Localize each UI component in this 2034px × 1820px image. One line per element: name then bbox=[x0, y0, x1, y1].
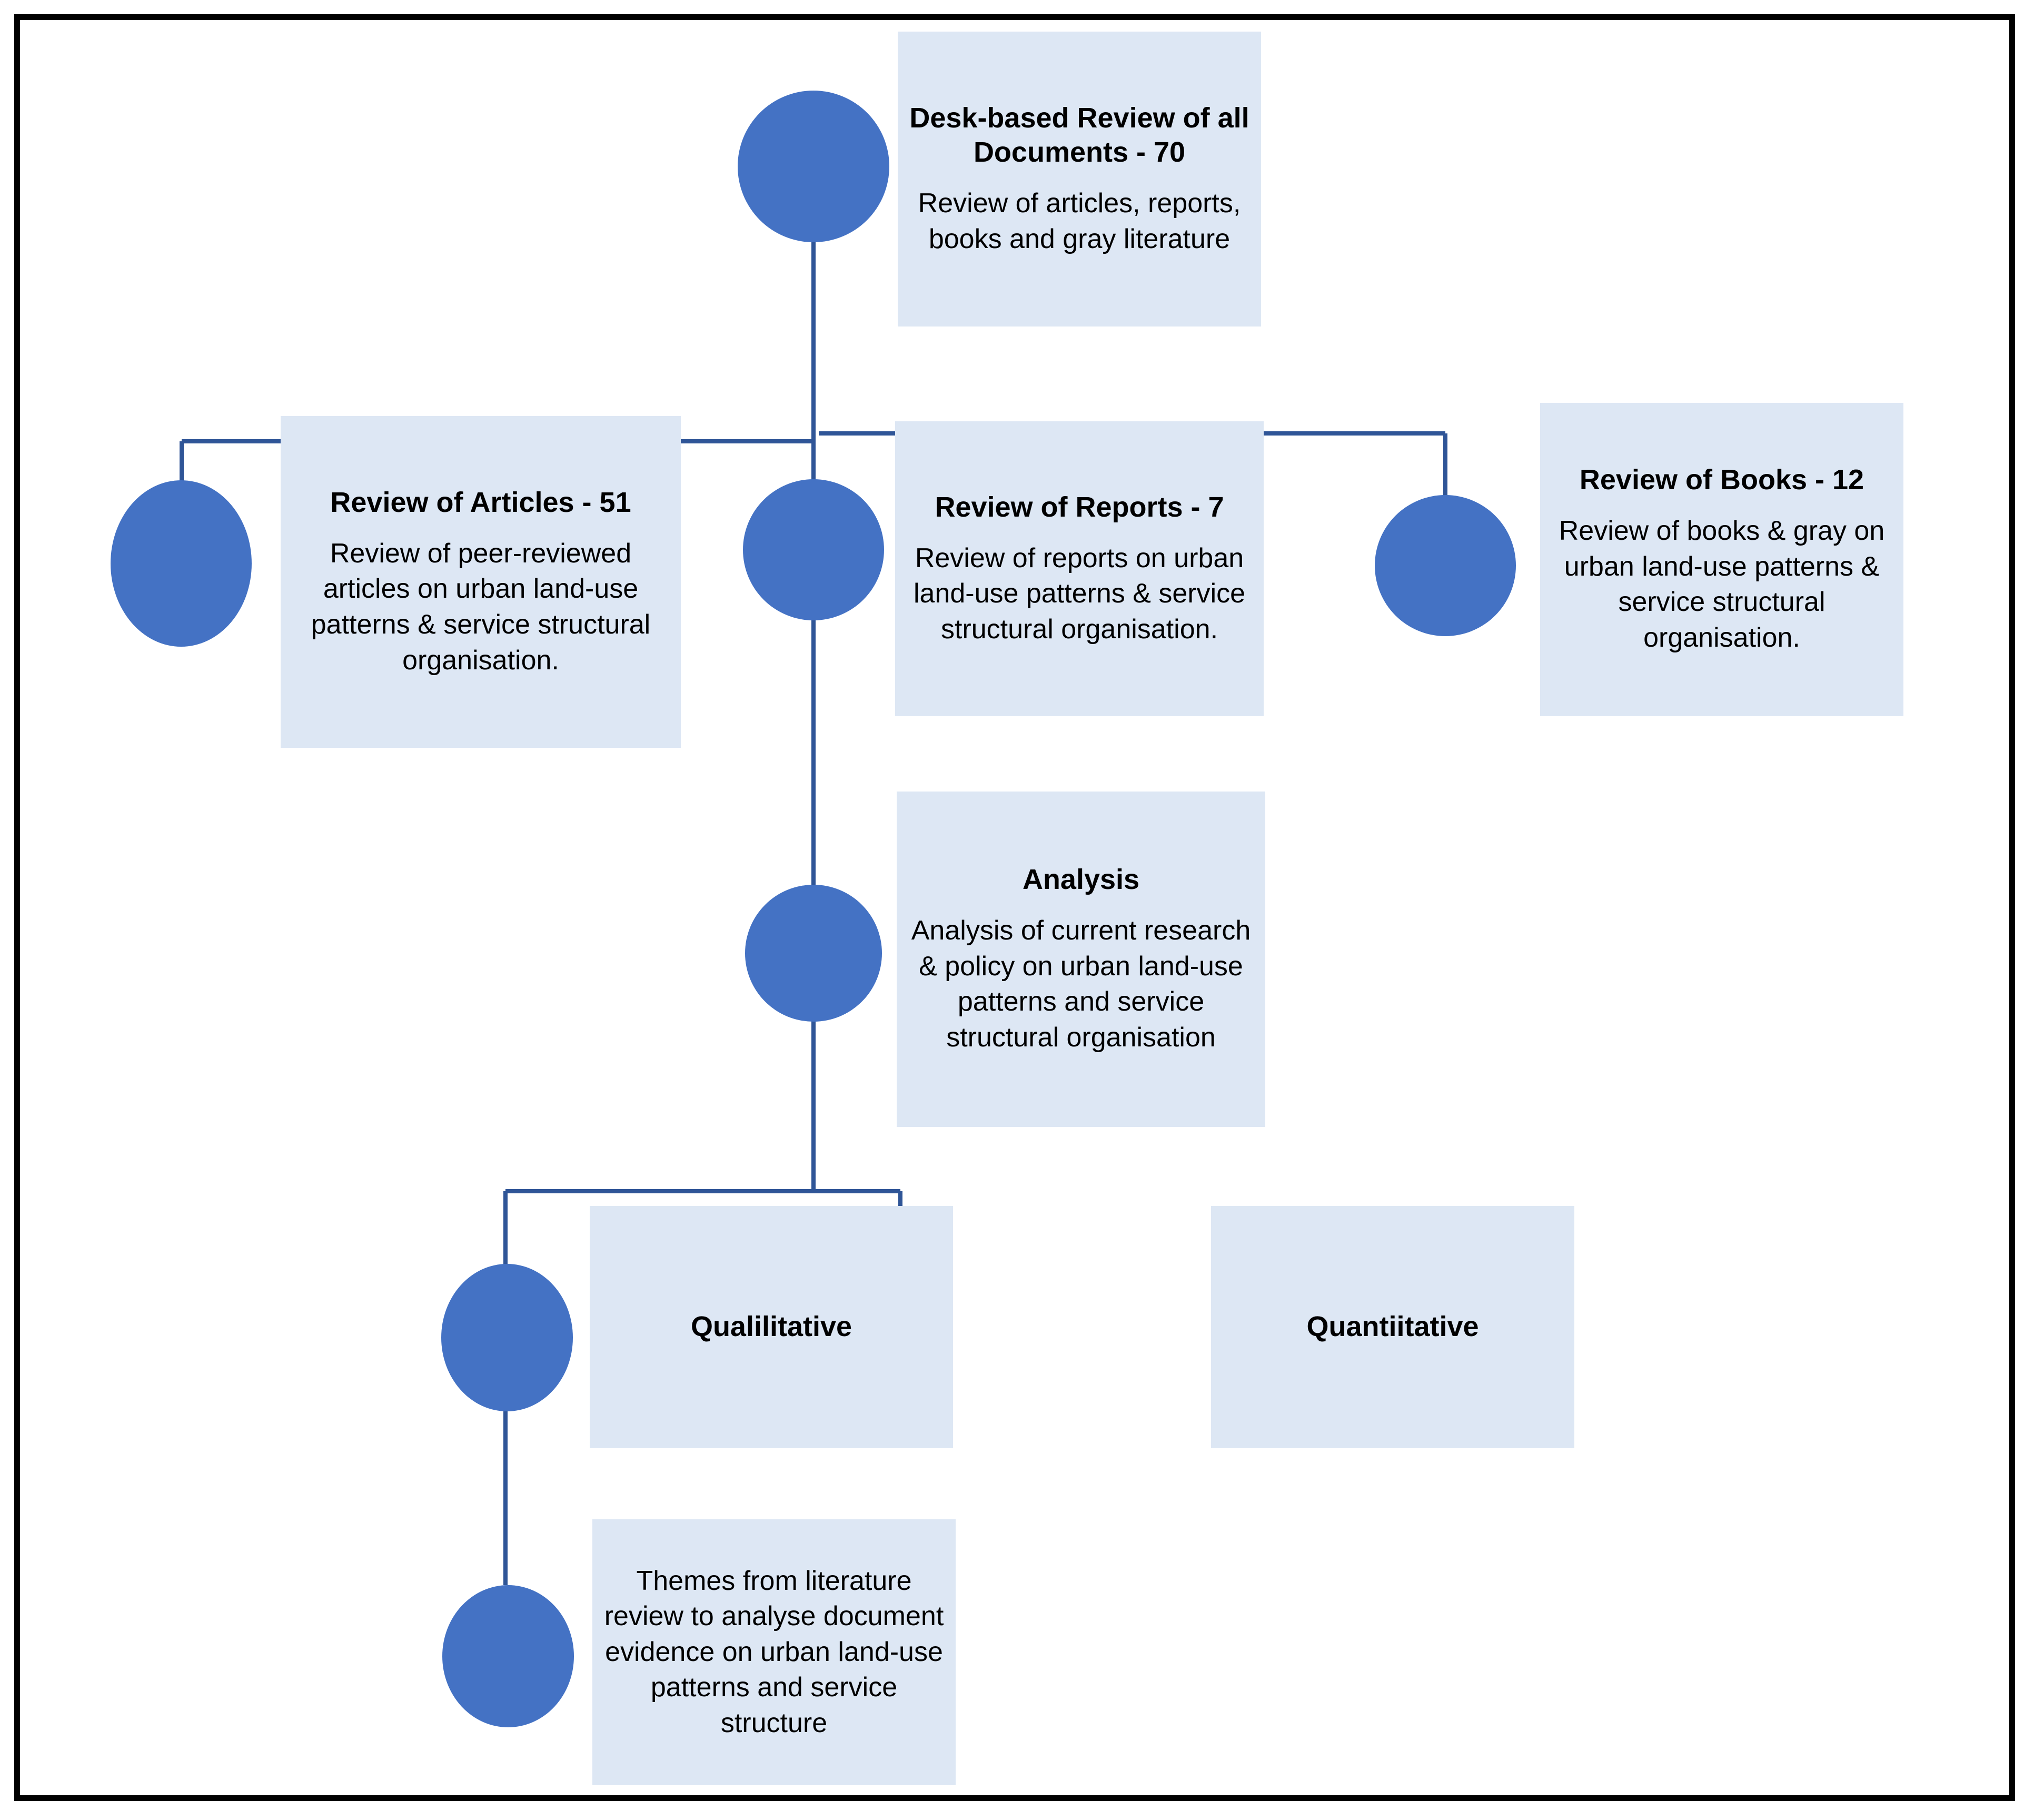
themes-circle-marker bbox=[442, 1585, 574, 1727]
node-analysis[interactable]: Analysis Analysis of current research & … bbox=[897, 792, 1265, 1127]
node-desk-review-title: Desk-based Review of all Documents - 70 bbox=[909, 102, 1249, 169]
node-review-reports[interactable]: Review of Reports - 7 Review of reports … bbox=[895, 421, 1264, 716]
reports-circle-marker bbox=[743, 479, 884, 620]
node-qualitative-title: Qualilitative bbox=[690, 1311, 852, 1343]
node-review-books-body: Review of books & gray on urban land-use… bbox=[1559, 516, 1885, 654]
books-circle-marker bbox=[1375, 495, 1516, 636]
node-review-articles-body: Review of peer-reviewed articles on urba… bbox=[311, 538, 651, 676]
analysis-circle-marker bbox=[745, 885, 882, 1022]
node-quantitative[interactable]: Quantiitative bbox=[1211, 1206, 1574, 1448]
node-qualitative[interactable]: Qualilitative bbox=[590, 1206, 953, 1448]
node-review-articles-title: Review of Articles - 51 bbox=[330, 486, 631, 518]
node-analysis-title: Analysis bbox=[1022, 864, 1140, 896]
node-themes-body: Themes from literature review to analyse… bbox=[604, 1565, 944, 1738]
desk-review-circle-marker bbox=[738, 91, 889, 242]
node-quantitative-title: Quantiitative bbox=[1306, 1311, 1479, 1343]
node-review-books[interactable]: Review of Books - 12 Review of books & g… bbox=[1540, 403, 1903, 716]
node-desk-review-body: Review of articles, reports, books and g… bbox=[918, 188, 1241, 254]
node-review-articles[interactable]: Review of Articles - 51 Review of peer-r… bbox=[281, 416, 681, 748]
node-review-reports-body: Review of reports on urban land-use patt… bbox=[913, 542, 1246, 645]
qualitative-circle-marker bbox=[441, 1264, 573, 1411]
node-analysis-body: Analysis of current research & policy on… bbox=[911, 915, 1251, 1053]
node-review-books-title: Review of Books - 12 bbox=[1579, 464, 1864, 496]
node-desk-review[interactable]: Desk-based Review of all Documents - 70 … bbox=[898, 32, 1261, 327]
articles-circle-marker bbox=[111, 480, 252, 647]
node-review-reports-title: Review of Reports - 7 bbox=[935, 491, 1224, 523]
node-themes[interactable]: Themes from literature review to analyse… bbox=[592, 1519, 956, 1785]
